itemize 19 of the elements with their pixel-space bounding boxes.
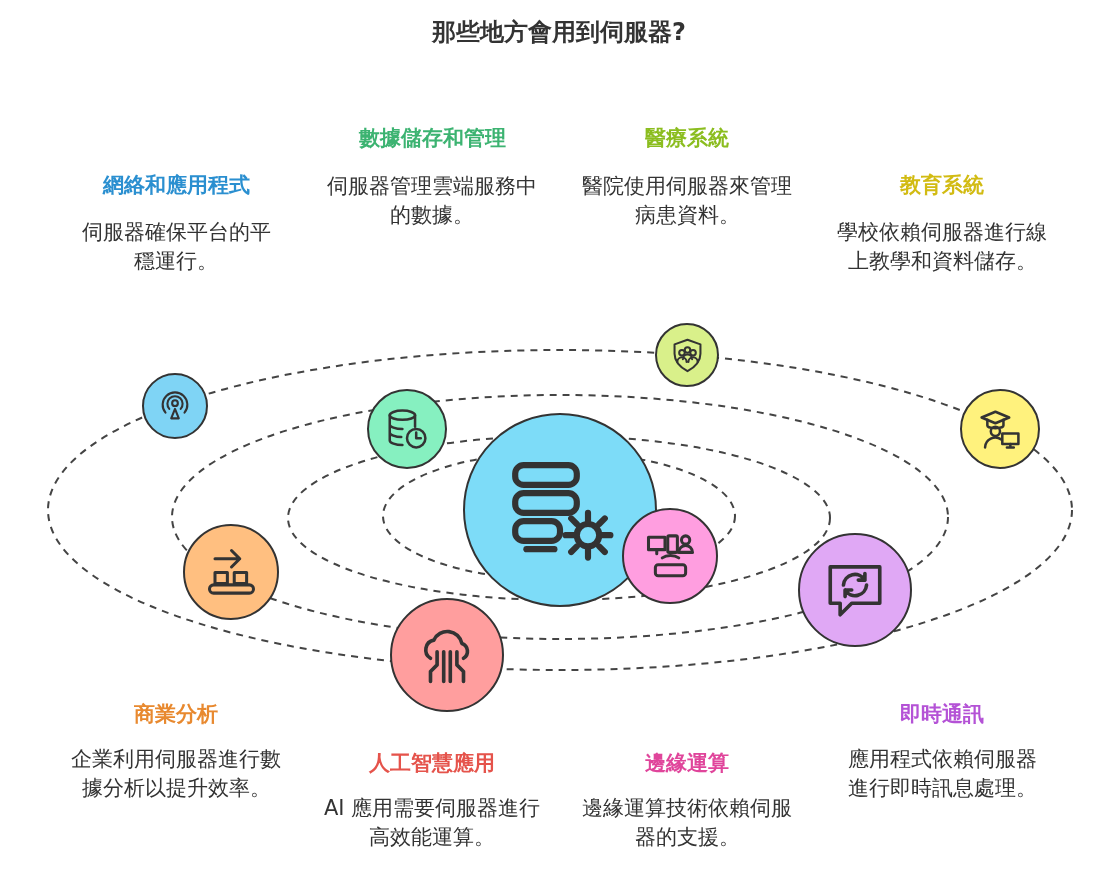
heading: 商業分析 [133,701,219,728]
description: 學校依賴伺服器進行線上教學和資料儲存。 [837,219,1047,275]
description: AI 應用需要伺服器進行高效能運算。 [322,795,542,851]
heading: 邊緣運算 [644,750,730,777]
heading: 教育系統 [898,172,985,199]
heading: 即時通訊 [899,701,985,728]
description: 伺服器管理雲端服務中的數據。 [326,173,538,229]
icon-circle [655,323,719,387]
description: 伺服器確保平台的平穩運行。 [80,219,272,275]
title: 那些地方會用到伺服器? [430,18,687,47]
heading: 人工智慧應用 [368,750,496,777]
description: 邊緣運算技術依賴伺服器的支援。 [582,795,792,851]
description: 醫院使用伺服器來管理病患資料。 [582,173,792,229]
icon-circle [367,389,447,469]
description: 企業利用伺服器進行數據分析以提升效率。 [71,746,281,802]
description: 應用程式依賴伺服器進行即時訊息處理。 [846,746,1038,802]
heading: 網絡和應用程式 [101,172,251,199]
heading: 醫療系統 [644,125,730,152]
heading: 數據儲存和管理 [357,125,507,152]
